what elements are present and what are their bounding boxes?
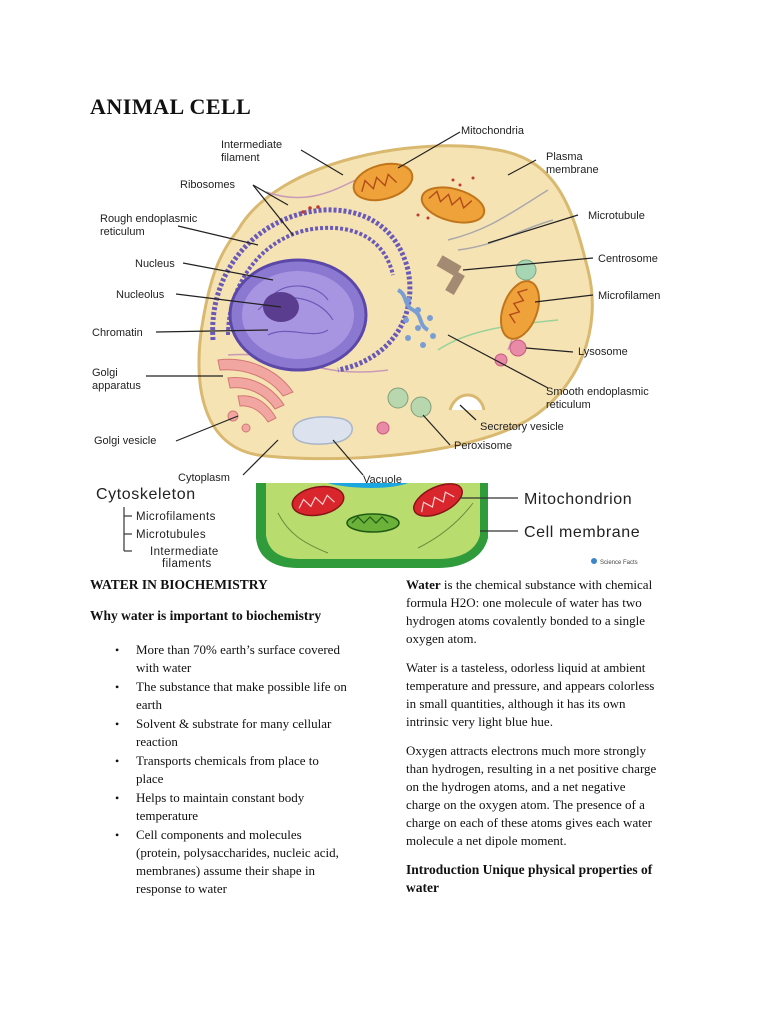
logo-text: Science Facts: [600, 560, 638, 566]
label-nucleolus: Nucleolus: [116, 289, 165, 301]
paragraph-water-definition: Water is the chemical substance with che…: [406, 577, 653, 646]
lysosome-2: [494, 353, 508, 367]
golgi-vesicle-2: [241, 423, 251, 433]
label-cytoplasm: Cytoplasm: [178, 472, 230, 484]
label-rough-er-2: reticulum: [100, 226, 145, 238]
label-rough-er-1: Rough endoplasmic: [100, 213, 198, 225]
label-golgi-apparatus-2: apparatus: [92, 380, 141, 392]
label-intermediate-filament-2: filament: [221, 152, 260, 164]
cytoskeleton-mito-center: [346, 513, 400, 533]
label-smooth-er-1: Smooth endoplasmic: [546, 386, 649, 398]
lysosome-1: [509, 339, 527, 357]
cell-body: [197, 144, 594, 461]
label-plasma-membrane-1: Plasma: [546, 151, 584, 163]
cytoskeleton-microfilaments: Microfilaments: [136, 511, 216, 523]
heading-unique-properties: Introduction Unique physical properties …: [406, 862, 653, 895]
label-microfilament: Microfilamen: [598, 290, 660, 302]
label-intermediate-filament-1: Intermediate: [221, 139, 282, 151]
paragraph-water-properties: Water is a tasteless, odorless liquid at…: [406, 660, 655, 729]
subsection-heading: Why water is important to biochemistry: [90, 608, 322, 623]
rough-er: [210, 207, 413, 373]
list-item: • The substance that make possible life …: [115, 679, 347, 712]
peroxisome-2: [410, 396, 432, 418]
label-peroxisome: Peroxisome: [454, 440, 512, 452]
centrosome: [436, 255, 462, 277]
cytoskeleton-mito-left: [291, 485, 345, 517]
peroxisome-1: [387, 387, 409, 409]
label-plasma-membrane-2: membrane: [546, 164, 599, 176]
cytoskeleton-microtubules: Microtubules: [136, 529, 206, 541]
label-microtubule: Microtubule: [588, 210, 645, 222]
bullet-icon: •: [115, 754, 120, 768]
cytoskeleton-diagram: Cytoskeleton Microfilaments Microtubules…: [88, 483, 688, 578]
label-lysosome: Lysosome: [578, 346, 628, 358]
bullet-icon: •: [115, 680, 120, 694]
label-vacuole: Vacuole: [363, 474, 402, 485]
paragraph-dipole: Oxygen attracts electrons much more stro…: [406, 743, 657, 848]
label-secretory-vesicle: Secretory vesicle: [480, 421, 564, 433]
cytoskeleton-mito-right: [413, 483, 463, 517]
label-mitochondrion: Mitochondrion: [524, 491, 632, 508]
cytoskeleton-title: Cytoskeleton: [96, 486, 196, 503]
bullet-icon: •: [115, 643, 120, 657]
label-ribosomes: Ribosomes: [180, 179, 236, 191]
label-chromatin: Chromatin: [92, 327, 143, 339]
label-centrosome: Centrosome: [598, 253, 658, 265]
mitochondria-1: [352, 162, 414, 202]
smooth-er: [396, 288, 430, 332]
label-cell-membrane: Cell membrane: [524, 524, 640, 541]
small-lysosome: [376, 421, 390, 435]
list-item: • Cell components and molecules(protein,…: [115, 827, 339, 896]
label-golgi-apparatus-1: Golgi: [92, 367, 118, 379]
bullet-icon: •: [115, 791, 120, 805]
vacuole: [292, 416, 353, 445]
label-nucleus: Nucleus: [135, 258, 175, 270]
bullet-icon: •: [115, 828, 120, 842]
left-column: WATER IN BIOCHEMISTRY Why water is impor…: [90, 576, 375, 899]
right-column: Water is the chemical substance with che…: [406, 576, 706, 897]
logo-icon: [591, 558, 597, 564]
page-title: ANIMAL CELL: [90, 94, 252, 119]
bullet-icon: •: [115, 717, 120, 731]
label-golgi-vesicle: Golgi vesicle: [94, 435, 156, 447]
label-mitochondria: Mitochondria: [461, 125, 525, 137]
mitochondria-2: [420, 186, 486, 224]
animal-cell-diagram: Intermediate filament Ribosomes Rough en…: [88, 120, 708, 485]
cytoskeleton-intermediate: Intermediate: [150, 546, 219, 558]
golgi-apparatus: [217, 358, 294, 423]
section-heading: WATER IN BIOCHEMISTRY: [90, 577, 268, 592]
cytoskeleton-filaments: filaments: [162, 558, 212, 570]
label-smooth-er-2: reticulum: [546, 399, 591, 411]
mitochondria-3: [500, 280, 540, 340]
